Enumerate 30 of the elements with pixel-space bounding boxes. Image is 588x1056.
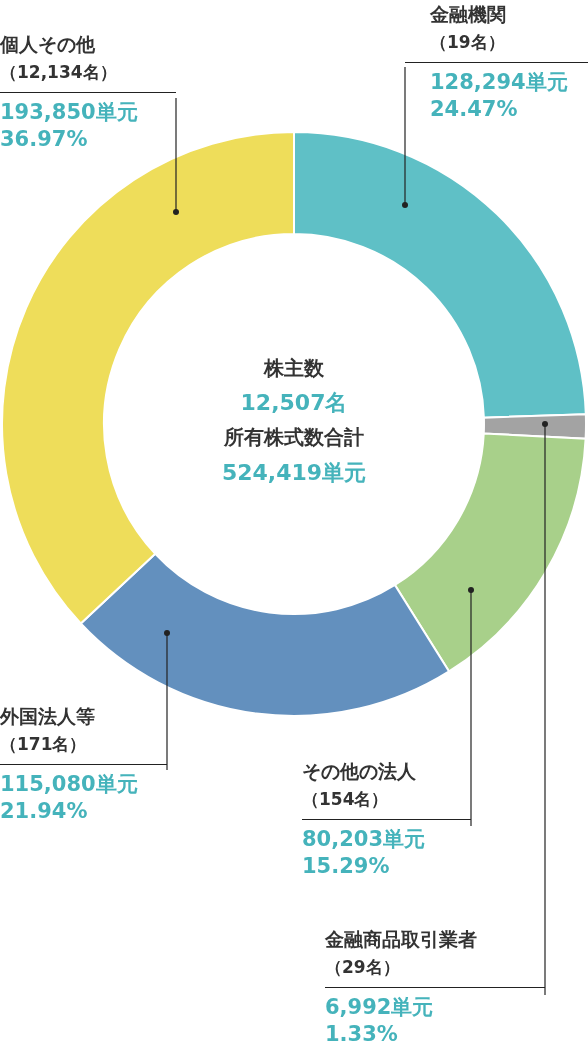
donut-slice xyxy=(393,432,587,673)
holder-count: （171名） xyxy=(0,733,88,757)
category-name: その他の法人 xyxy=(302,759,417,784)
share-units: 80,203単元 xyxy=(302,825,427,853)
category-name: 個人その他 xyxy=(0,32,96,57)
leader-line xyxy=(468,587,474,827)
holder-count: （12,134名） xyxy=(0,61,118,85)
category-name: 金融商品取引業者 xyxy=(325,927,478,952)
share-units: 6,992単元 xyxy=(325,993,435,1021)
leader-line xyxy=(164,630,170,771)
holder-count: （154名） xyxy=(302,788,390,812)
center-value: 12,507名 xyxy=(240,390,348,415)
center-heading: 株主数 xyxy=(264,356,324,380)
category-name: 金融機関 xyxy=(430,2,507,27)
leader-line xyxy=(173,97,179,215)
share-percent: 21.94% xyxy=(0,798,89,826)
share-units: 193,850単元 xyxy=(0,98,139,126)
share-percent: 1.33% xyxy=(325,1021,399,1049)
leader-line xyxy=(542,421,548,996)
leader-line xyxy=(402,66,408,208)
category-name: 外国法人等 xyxy=(0,704,96,729)
share-units: 115,080単元 xyxy=(0,770,139,798)
center-heading: 所有株式数合計 xyxy=(224,425,364,449)
share-percent: 15.29% xyxy=(302,853,391,881)
share-percent: 24.47% xyxy=(430,96,519,124)
share-percent: 36.97% xyxy=(0,126,89,154)
holder-count: （19名） xyxy=(430,31,506,55)
holder-count: （29名） xyxy=(325,956,401,980)
share-units: 128,294単元 xyxy=(430,68,569,96)
center-value: 524,419単元 xyxy=(221,460,367,485)
